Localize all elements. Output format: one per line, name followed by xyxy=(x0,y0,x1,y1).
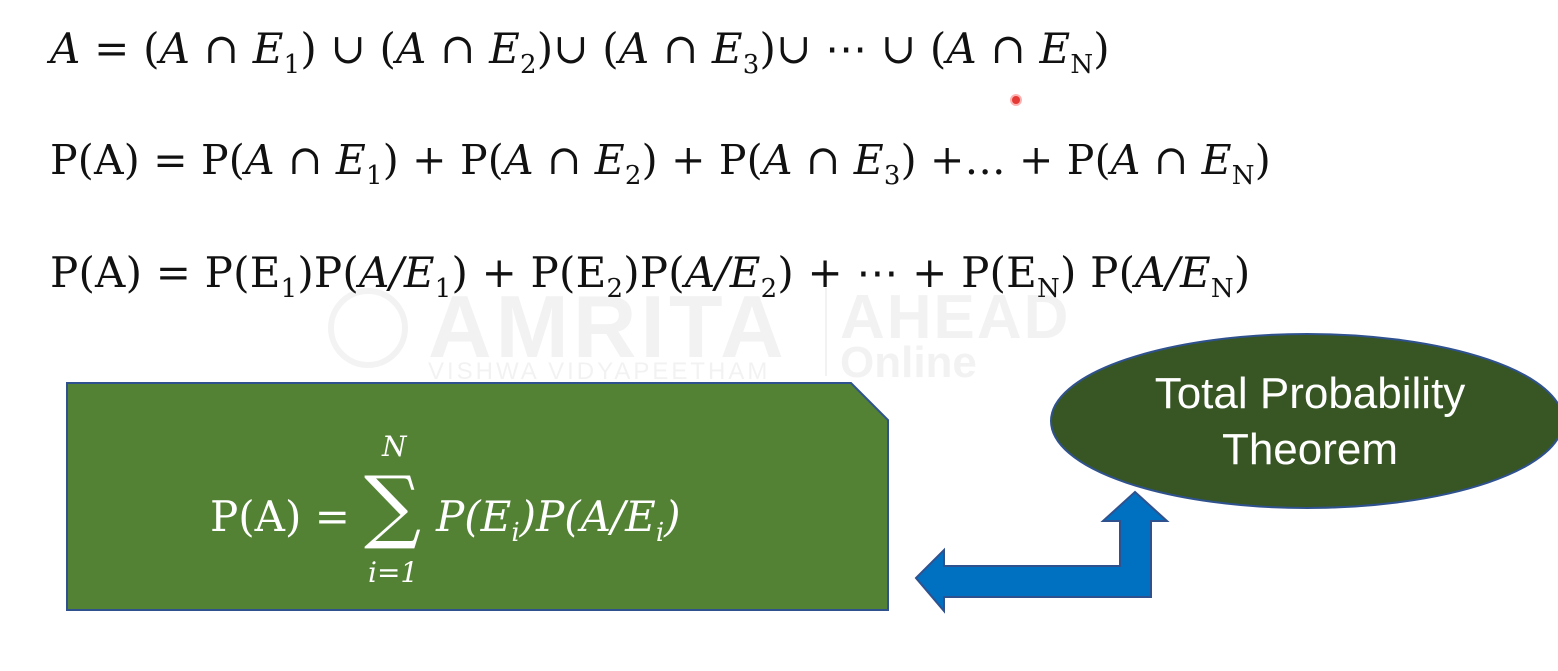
eq3-cond: A/E xyxy=(358,248,435,297)
eq1-paren: )∪ xyxy=(536,24,589,73)
formula-term: P(E xyxy=(436,492,512,541)
eq1-sub: 2 xyxy=(519,50,537,80)
formula-index: i xyxy=(511,518,520,548)
theorem-line2: Theorem xyxy=(1221,425,1399,474)
theorem-line1: Total Probability xyxy=(1154,369,1466,418)
eq1-a: A xyxy=(396,24,427,73)
eq1-lhs: A xyxy=(50,24,81,73)
eq3-sub: N xyxy=(1037,274,1060,304)
formula-term: ) xyxy=(664,492,681,541)
eq2-cap: ∩ xyxy=(805,136,841,184)
summation-symbol: N ∑ i=1 xyxy=(360,430,430,590)
eq1-e: E xyxy=(252,24,284,73)
eq2-e: E xyxy=(853,136,884,184)
eq3-text: )P( xyxy=(297,248,359,297)
eq2-a: A xyxy=(245,136,275,184)
eq3-text: P(A) = P(E xyxy=(50,248,281,297)
eq2-text: ) + P( xyxy=(382,136,504,184)
eq3-sub: N xyxy=(1210,274,1234,304)
eq3-cond: A/E xyxy=(1135,248,1211,297)
eq1-paren: )∪ xyxy=(759,24,812,73)
eq1-a: A xyxy=(618,24,650,73)
eq2-text: ) xyxy=(1254,136,1271,184)
double-arrow-icon xyxy=(914,490,1170,614)
formula-box xyxy=(66,382,889,611)
sigma-icon: ∑ xyxy=(364,459,422,552)
eq2-sub: N xyxy=(1231,161,1255,191)
pointer-dot-icon xyxy=(1010,94,1022,106)
eq2-a: A xyxy=(1110,136,1141,184)
eq3-text: ) xyxy=(1233,248,1251,297)
eq1-paren: ( xyxy=(602,24,619,73)
eq1-sub: N xyxy=(1070,50,1094,80)
eq3-text: )P( xyxy=(623,248,685,297)
theorem-ellipse xyxy=(1050,333,1558,509)
eq2-a: A xyxy=(503,136,534,184)
sum-upper-limit: N xyxy=(382,430,407,463)
eq1-paren: ( xyxy=(379,24,397,73)
eq3-text: ) + ⋯ + P(E xyxy=(777,248,1038,297)
eq3-text: ) P( xyxy=(1059,248,1136,297)
formula-index: i xyxy=(655,518,665,548)
eq2-text: ) +… + P( xyxy=(900,136,1111,184)
eq1-e: E xyxy=(1039,24,1071,73)
eq1-paren: ) xyxy=(1093,24,1110,73)
eq3-sub: 1 xyxy=(434,274,452,304)
sum-lower-limit: i=1 xyxy=(368,556,419,589)
eq3-cond: A/E xyxy=(684,248,761,297)
eq2-sub: 2 xyxy=(624,161,642,191)
eq3-sub: 2 xyxy=(760,274,778,304)
eq3-text: ) + P(E xyxy=(451,248,607,297)
eq1-paren: ( xyxy=(143,24,160,73)
eq2-a: A xyxy=(762,136,793,184)
eq1-dots: ⋯ xyxy=(825,24,868,73)
eq3-sub: 2 xyxy=(606,274,624,304)
equation-probability-sum: P(A) = P(A ∩ E1) + P(A ∩ E2) + P(A ∩ E3)… xyxy=(50,140,1271,190)
eq1-cup: ∪ xyxy=(880,24,917,73)
formula-term: )P(A/E xyxy=(519,492,656,541)
eq3-sub: 1 xyxy=(280,274,298,304)
eq1-e: E xyxy=(711,24,743,73)
eq1-a: A xyxy=(946,24,977,73)
eq2-cap: ∩ xyxy=(1153,136,1189,184)
eq1-cap: ∩ xyxy=(203,24,240,73)
eq1-e: E xyxy=(489,24,520,73)
eq2-sub: 1 xyxy=(365,161,383,191)
equation-set-union: A = (A ∩ E1) ∪ (A ∩ E2)∪ (A ∩ E3)∪ ⋯ ∪ (… xyxy=(50,28,1110,79)
eq2-e: E xyxy=(1201,136,1232,184)
equation-conditional-sum: P(A) = P(E1)P(A/E1) + P(E2)P(A/E2) + ⋯ +… xyxy=(50,252,1250,303)
eq2-text: ) + P( xyxy=(641,136,763,184)
formula-rhs: P(Ei)P(A/Ei) xyxy=(436,492,681,546)
eq1-cap: ∩ xyxy=(440,24,476,73)
eq1-cup: ∪ xyxy=(330,24,366,73)
formula-lhs: P(A) = xyxy=(210,492,350,541)
eq2-text: P(A) = P( xyxy=(50,136,245,184)
eq2-cap: ∩ xyxy=(288,136,323,184)
eq1-sub: 3 xyxy=(742,50,760,80)
eq2-e: E xyxy=(335,136,366,184)
eq2-cap: ∩ xyxy=(546,136,582,184)
eq1-sub: 1 xyxy=(283,50,301,80)
eq1-a: A xyxy=(159,24,191,73)
eq1-paren: ( xyxy=(929,24,947,73)
eq1-cap: ∩ xyxy=(990,24,1026,73)
eq1-equals: = xyxy=(94,24,130,73)
theorem-label: Total Probability Theorem xyxy=(1090,366,1530,478)
eq1-cap: ∩ xyxy=(662,24,699,73)
eq1-paren: ) xyxy=(300,24,317,73)
eq2-e: E xyxy=(594,136,625,184)
eq2-sub: 3 xyxy=(883,161,901,191)
